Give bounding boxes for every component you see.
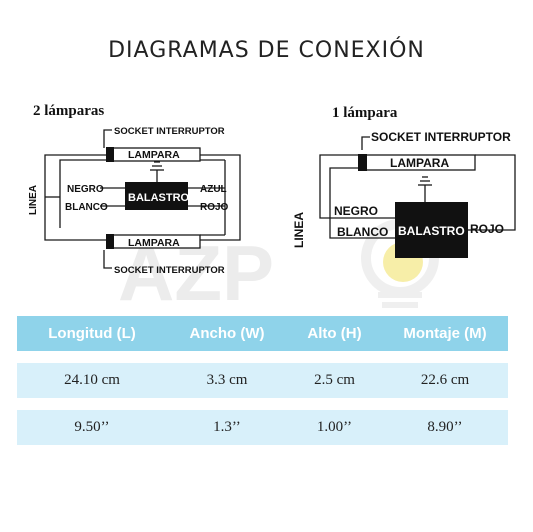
dimensions-table: Longitud (L) Ancho (W) Alto (H) Montaje … [17,316,508,445]
socket-label-top-left: SOCKET INTERRUPTOR [114,126,225,137]
cell-ancho-in: 1.3’’ [213,419,241,435]
header-alto: Alto (H) [307,325,362,342]
wire-rojo-right: ROJO [470,222,504,236]
table-row: 9.50’’ 1.3’’ 1.00’’ 8.90’’ [17,410,508,445]
wire-rojo-left: ROJO [200,202,229,213]
socket-label-bottom-left: SOCKET INTERRUPTOR [114,265,225,276]
cell-montaje-cm: 22.6 cm [420,372,470,388]
cell-alto-cm: 2.5 cm [314,372,355,388]
header-longitud: Longitud (L) [48,325,136,342]
header-ancho: Ancho (W) [189,325,265,342]
ballast-label-right: BALASTRO [398,224,465,238]
lamp-label-right: LAMPARA [390,156,449,170]
connection-diagrams: AZP SOCKET INTERRUPTOR SOCKET I [28,126,516,316]
line-label-right: LINEA [292,212,306,248]
lamp-label-top-left: LAMPARA [128,149,180,161]
ballast-right [395,202,468,258]
cell-montaje-in: 8.90’’ [427,419,463,435]
line-label-left: LINEA [28,185,39,215]
page-title: DIAGRAMAS DE CONEXIÓN [108,38,425,63]
cell-alto-in: 1.00’’ [316,419,353,435]
table-row: 24.10 cm 3.3 cm 2.5 cm 22.6 cm [17,363,508,398]
wire-negro-left: NEGRO [67,184,104,195]
header-montaje: Montaje (M) [403,325,487,342]
table-header-row: Longitud (L) Ancho (W) Alto (H) Montaje … [17,316,508,351]
wire-negro-right: NEGRO [334,204,378,218]
ballast-left [125,182,188,210]
ballast-label-left: BALASTRO [128,192,190,204]
wire-azul-left: AZUL [200,184,227,195]
cell-longitud-in: 9.50’’ [74,419,110,435]
cell-ancho-cm: 3.3 cm [206,372,248,388]
left-diagram-caption: 2 lámparas [33,103,105,119]
right-diagram-caption: 1 lámpara [332,105,398,121]
wire-blanco-right: BLANCO [337,225,388,239]
cell-longitud-cm: 24.10 cm [64,372,120,388]
socket-label-right: SOCKET INTERRUPTOR [371,130,511,144]
lamp-label-bottom-left: LAMPARA [128,237,180,249]
wire-blanco-left: BLANCO [65,202,108,213]
